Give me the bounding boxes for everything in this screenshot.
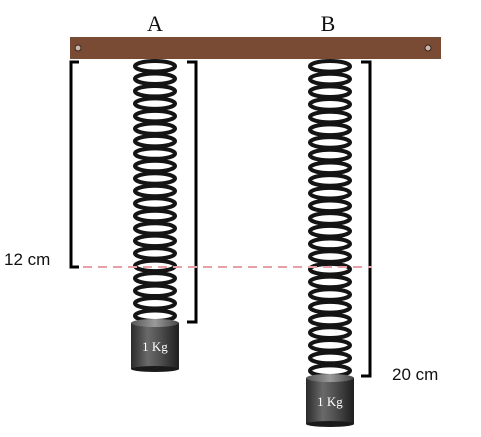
- spring-coil: [133, 296, 177, 311]
- spring-coil: [133, 208, 177, 224]
- spring-coil: [308, 236, 352, 252]
- spring-coil: [308, 109, 352, 125]
- spring-a: [133, 58, 177, 324]
- support-beam: [70, 37, 441, 59]
- spring-coil: [133, 246, 177, 261]
- spring-coil: [133, 283, 177, 299]
- spring-coil: [308, 249, 352, 264]
- spring-b: [308, 59, 352, 378]
- spring-coil: [133, 183, 177, 199]
- spring-coil: [308, 274, 352, 290]
- beam-bolt-left: [74, 44, 82, 52]
- spring-coil: [308, 350, 352, 366]
- spring-coil: [133, 83, 177, 99]
- spring-coil: [308, 160, 352, 176]
- spring-coil: [308, 337, 352, 353]
- spring-coil: [308, 147, 352, 163]
- spring-coil: [308, 198, 352, 214]
- mass-a: 1 Kg: [131, 319, 179, 372]
- spring-coil: [308, 122, 352, 138]
- spring-coil: [308, 287, 352, 302]
- spring-coil: [308, 97, 352, 112]
- spring-coil: [308, 325, 352, 340]
- spring-coil: [133, 271, 177, 286]
- spring-coil: [308, 84, 352, 100]
- spring-coil: [133, 196, 177, 211]
- bracket-20cm: [361, 60, 372, 378]
- spring-coil: [308, 223, 352, 239]
- spring-coil: [133, 146, 177, 161]
- spring-coil: [308, 312, 352, 328]
- measurement-12cm-label: 12 cm: [4, 250, 50, 269]
- spring-coil: [308, 173, 352, 188]
- spring-coil: [308, 211, 352, 226]
- spring-coil: [308, 59, 352, 74]
- spring-coil: [308, 135, 352, 150]
- beam-bolt-right: [424, 44, 432, 52]
- spring-coil: [308, 299, 352, 315]
- bracket-12cm: [69, 60, 79, 269]
- spring-coil: [133, 133, 177, 149]
- spring-coil: [133, 96, 177, 111]
- spring-coil: [133, 221, 177, 236]
- spring-coil: [133, 258, 177, 274]
- spring-coil: [133, 58, 177, 74]
- spring-a-label: A: [147, 11, 163, 36]
- spring-coil: [133, 71, 177, 86]
- spring-coil: [133, 121, 177, 136]
- measurement-20cm-label: 20 cm: [392, 365, 438, 384]
- spring-coil: [308, 261, 352, 277]
- spring-coil: [133, 108, 177, 124]
- spring-coil: [133, 233, 177, 249]
- mass-b-label: 1 Kg: [317, 394, 343, 409]
- spring-coil: [308, 71, 352, 87]
- spring-b-label: B: [321, 11, 336, 36]
- bracket-spring-a: [187, 60, 198, 324]
- spring-coil: [133, 158, 177, 174]
- mass-b: 1 Kg: [306, 374, 354, 427]
- spring-coil: [133, 171, 177, 186]
- mass-a-label: 1 Kg: [142, 339, 168, 354]
- spring-coil: [308, 185, 352, 201]
